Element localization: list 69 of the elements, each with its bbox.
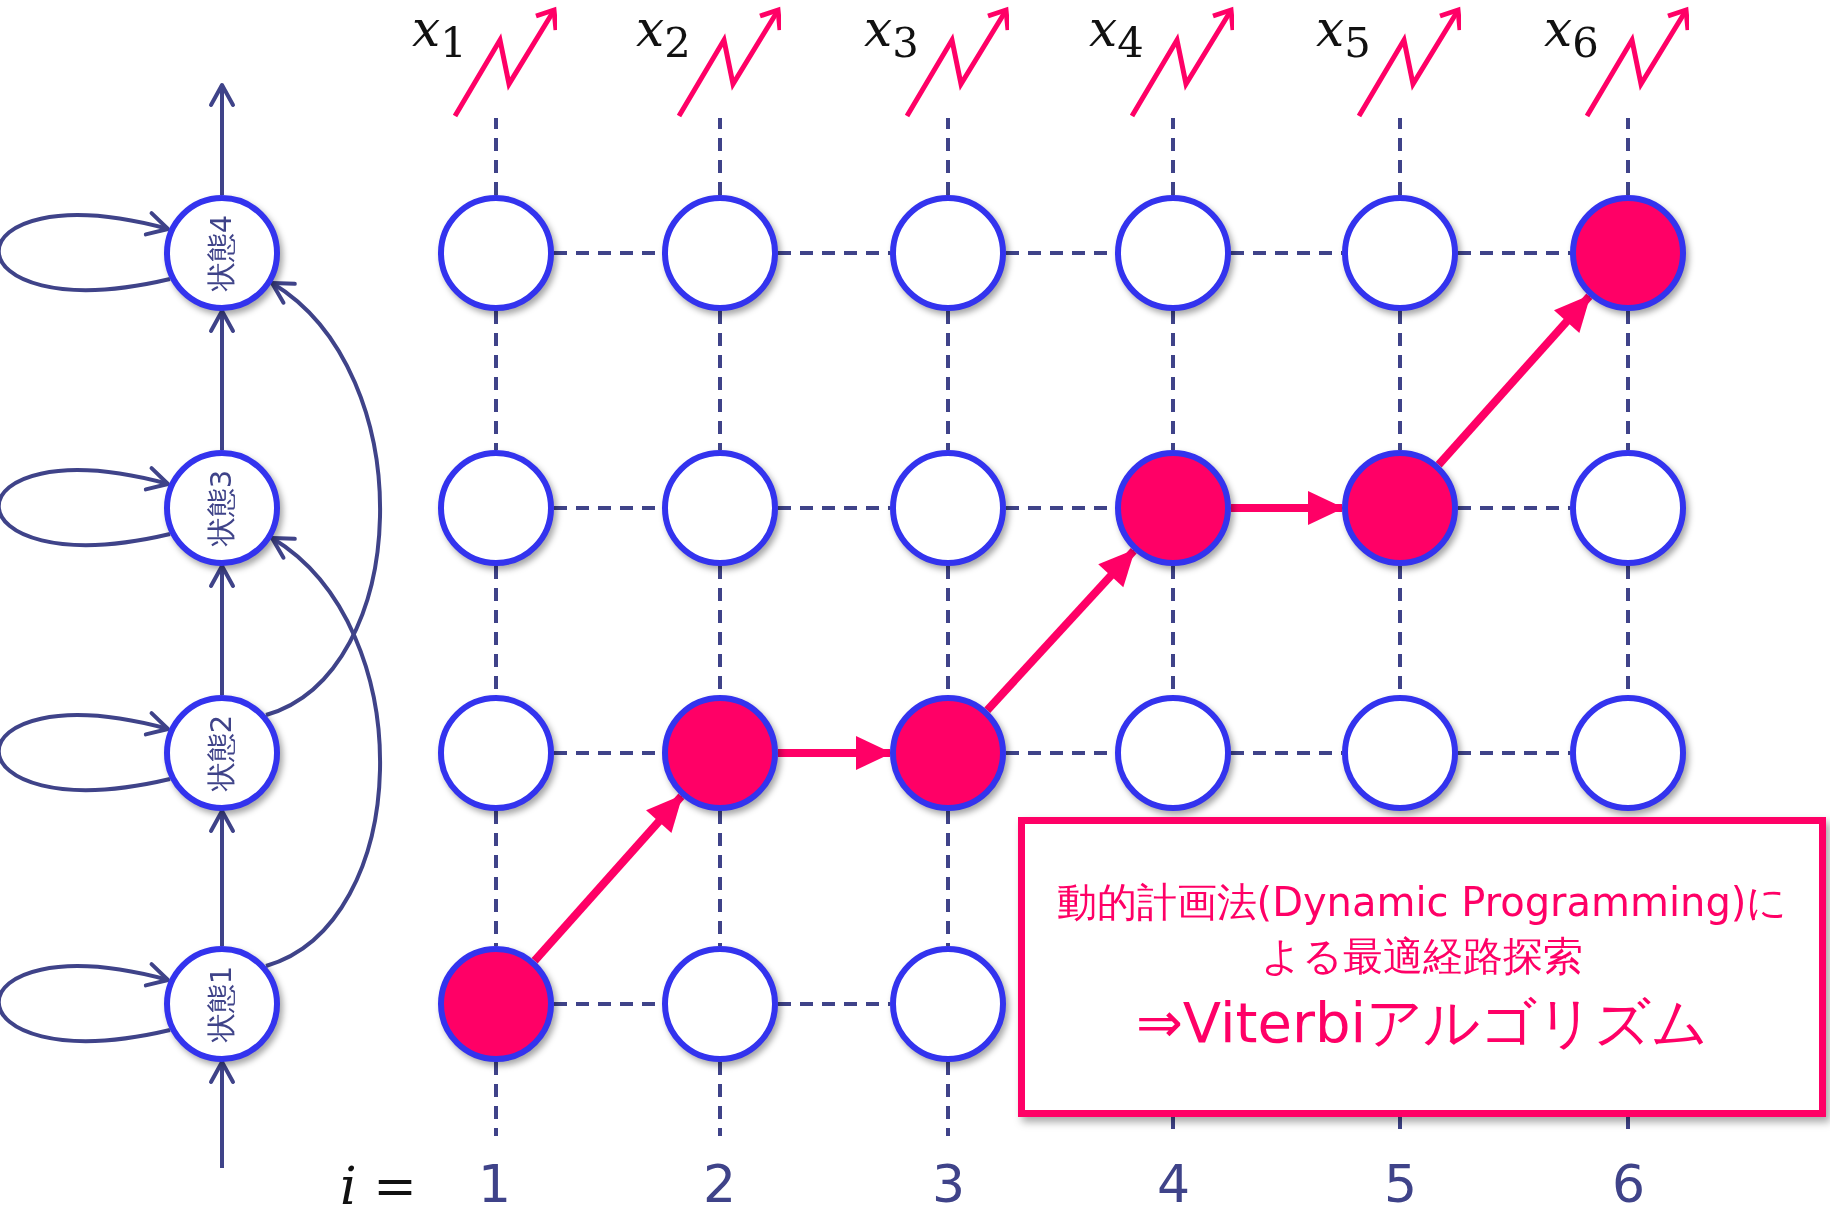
arrow (1231, 491, 1344, 525)
state-circle (164, 695, 280, 811)
dashed-line (718, 1062, 722, 1136)
arrow (0, 467, 171, 547)
dashed-line (718, 118, 722, 195)
dashed-line (778, 506, 890, 510)
note-box (1018, 817, 1826, 1117)
dashed-line (1231, 251, 1342, 255)
arrow (209, 309, 235, 450)
variable-label: x$_{5}$ (1316, 4, 1371, 64)
dashed-line (946, 1062, 950, 1136)
column-number: 2 (703, 1158, 737, 1210)
arrow (209, 809, 235, 946)
column-number: 1 (478, 1158, 512, 1210)
trellis-node (1342, 450, 1458, 566)
state-circle (164, 946, 280, 1062)
dashed-line (1626, 311, 1630, 450)
arrow (209, 83, 235, 195)
trellis-node (890, 695, 1006, 811)
dashed-line (718, 311, 722, 450)
dashed-line (778, 251, 890, 255)
dashed-line (1398, 311, 1402, 450)
variable-label: x$_{3}$ (864, 4, 919, 64)
dashed-line (946, 118, 950, 195)
dashed-line (1458, 751, 1570, 755)
dashed-line (1626, 118, 1630, 195)
state-label: 状態2 (203, 714, 239, 792)
dashed-line (718, 811, 722, 946)
index-label: i = (340, 1160, 417, 1212)
arrow (0, 212, 171, 292)
dashed-line (1398, 118, 1402, 195)
dashed-line (494, 811, 498, 946)
column-number: 6 (1612, 1158, 1646, 1210)
dashed-line (1171, 118, 1175, 195)
variable-label: x$_{1}$ (412, 4, 467, 64)
state-label: 状態3 (203, 469, 239, 547)
arrow (531, 793, 685, 964)
dashed-line (494, 118, 498, 195)
arrow (1435, 293, 1593, 468)
arrow (0, 963, 171, 1043)
dashed-line (494, 311, 498, 450)
arrow (0, 712, 171, 792)
arrow (209, 1060, 235, 1168)
state-label: 状態4 (203, 214, 239, 292)
note-conclusion: ⇒Viterbiアルゴリズム (1135, 988, 1709, 1057)
variable-label: x$_{4}$ (1089, 4, 1144, 64)
dashed-line (778, 1002, 890, 1006)
dashed-line (946, 311, 950, 450)
dashed-line (946, 811, 950, 946)
trellis-node (438, 946, 554, 1062)
arrow (984, 548, 1137, 713)
state-circle (164, 195, 280, 311)
arrow (209, 564, 235, 695)
dashed-line (494, 1062, 498, 1136)
arrow (265, 281, 382, 717)
state-label: 状態1 (203, 965, 239, 1043)
variable-label: x$_{6}$ (1544, 4, 1599, 64)
note-text: 動的計画法(Dynamic Programming)による最適経路探索 (1055, 877, 1789, 981)
variable-label: x$_{2}$ (636, 4, 691, 64)
column-number: 5 (1384, 1158, 1418, 1210)
arrow (265, 536, 382, 968)
state-circle (164, 450, 280, 566)
dashed-line (1458, 506, 1570, 510)
dashed-line (1458, 251, 1570, 255)
column-number: 3 (932, 1158, 966, 1210)
dashed-line (1231, 751, 1342, 755)
column-number: 4 (1157, 1158, 1191, 1210)
arrow (778, 736, 892, 770)
dashed-line (1171, 311, 1175, 450)
